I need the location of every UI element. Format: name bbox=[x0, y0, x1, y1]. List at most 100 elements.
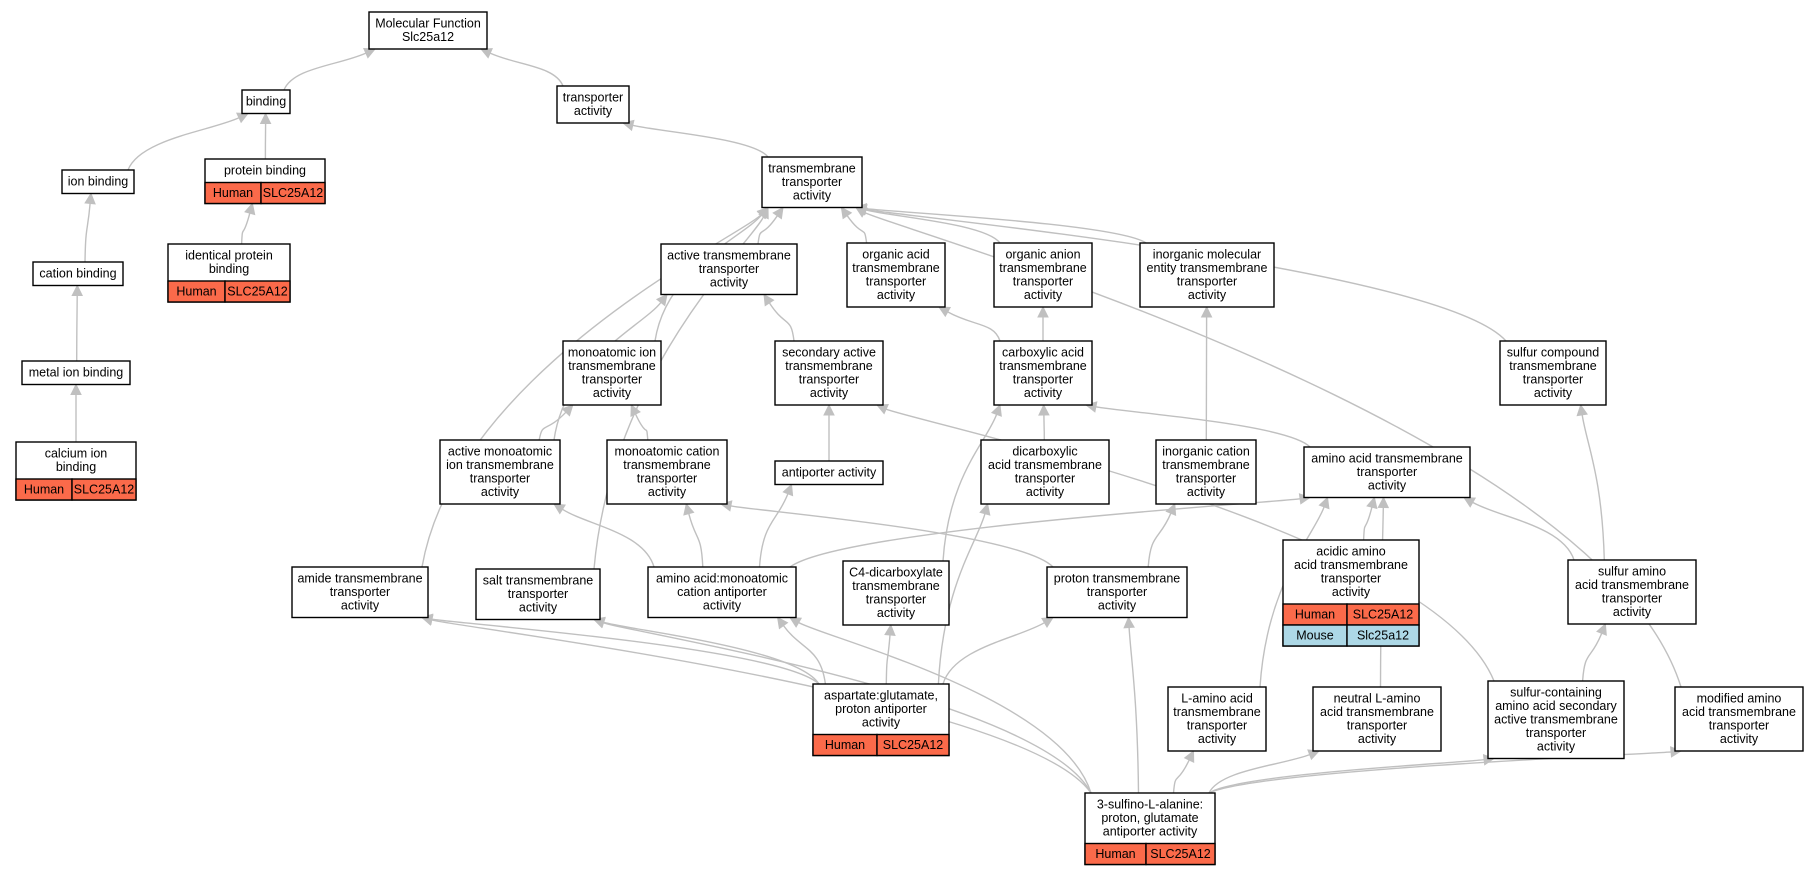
node-label-line: acid transmembrane bbox=[1294, 558, 1408, 572]
node-box bbox=[368, 11, 488, 50]
edge-arrowhead bbox=[236, 112, 250, 124]
gene-cell bbox=[224, 280, 291, 303]
node-label-line: activity bbox=[877, 288, 916, 302]
node-label-line: active transmembrane bbox=[667, 248, 791, 262]
node-label-line: transmembrane bbox=[999, 261, 1087, 275]
node-label-line: activity bbox=[648, 485, 687, 499]
edge-arrowhead bbox=[630, 403, 641, 418]
node-label-line: transporter bbox=[470, 471, 530, 485]
node-label-line: transmembrane bbox=[999, 359, 1087, 373]
gene-cell bbox=[876, 733, 950, 757]
go-term-node-binding[interactable]: binding bbox=[241, 89, 291, 115]
node-label-line: inorganic molecular bbox=[1153, 247, 1261, 261]
edge-arrowhead bbox=[363, 47, 377, 59]
node-label-line: amide transmembrane bbox=[297, 571, 422, 585]
node-box bbox=[1312, 686, 1442, 752]
is-a-edge bbox=[1095, 406, 1311, 448]
node-label-line: transmembrane bbox=[1173, 705, 1261, 719]
gene-cell bbox=[1145, 842, 1216, 866]
is-a-edge bbox=[947, 311, 1001, 342]
node-box bbox=[980, 439, 1110, 505]
node-label-line: acid transmembrane bbox=[988, 458, 1102, 472]
node-label-line: organic acid bbox=[862, 247, 929, 261]
edge-arrowhead bbox=[758, 206, 769, 220]
edge-arrowhead bbox=[70, 383, 82, 395]
go-term-node-inorgcation[interactable]: inorganic cationtransmembranetransporter… bbox=[1155, 439, 1257, 505]
node-label-line: activity bbox=[1198, 732, 1237, 746]
is-a-edge bbox=[634, 413, 649, 441]
go-term-node-secactive[interactable]: secondary activetransmembranetransporter… bbox=[774, 340, 884, 406]
node-label-line: activity bbox=[1534, 386, 1573, 400]
node-label-line: activity bbox=[1720, 732, 1759, 746]
node-label-line: transporter bbox=[782, 175, 842, 189]
edge-arrowhead bbox=[1377, 496, 1390, 509]
edge-arrowhead bbox=[1041, 616, 1054, 628]
node-label-line: transporter bbox=[699, 262, 759, 276]
node-label-line: activity bbox=[481, 485, 520, 499]
node-label-line: cation antiporter bbox=[677, 585, 767, 599]
go-term-node-aspglu[interactable]: aspartate:glutamate,proton antiporteract… bbox=[812, 683, 950, 757]
node-label-line: transporter bbox=[637, 471, 697, 485]
go-term-node-sulfurcompound[interactable]: sulfur compoundtransmembranetransportera… bbox=[1499, 340, 1607, 406]
is-a-edge bbox=[758, 493, 789, 568]
go-term-node-monocation[interactable]: monoatomic cationtransmembranetransporte… bbox=[606, 439, 728, 505]
is-a-edge bbox=[865, 209, 1001, 244]
node-box bbox=[1567, 559, 1697, 625]
go-term-node-monoion[interactable]: monoatomic iontransmembranetransporterac… bbox=[562, 340, 662, 406]
gene-label: SLC25A12 bbox=[227, 285, 288, 299]
node-box bbox=[774, 340, 884, 406]
node-label-line: transporter bbox=[330, 585, 390, 599]
edge-arrowhead bbox=[763, 293, 775, 307]
is-a-edge bbox=[865, 208, 1147, 244]
is-a-edge bbox=[1208, 753, 1310, 794]
node-label-line: carboxylic acid bbox=[1002, 345, 1084, 359]
go-term-node-laminoacid[interactable]: L-amino acidtransmembranetransporteracti… bbox=[1167, 686, 1267, 752]
node-label-line: transporter bbox=[563, 90, 623, 104]
go-term-node-metalion[interactable]: metal ion binding bbox=[21, 360, 131, 386]
node-label-line: transmembrane bbox=[785, 359, 873, 373]
is-a-edge bbox=[1172, 759, 1190, 794]
go-term-node-cationbinding[interactable]: cation binding bbox=[32, 261, 124, 287]
go-term-node-organicanion[interactable]: organic aniontransmembranetransporteract… bbox=[993, 242, 1093, 308]
node-label-line: activity bbox=[1332, 585, 1371, 599]
go-term-node-organicacid[interactable]: organic acidtransmembranetransporteracti… bbox=[846, 242, 946, 308]
edge-arrowhead bbox=[479, 48, 493, 59]
node-label-line: activity bbox=[1024, 288, 1063, 302]
go-term-node-sulfino[interactable]: 3-sulfino-L-alanine:proton, glutamateant… bbox=[1084, 792, 1216, 866]
node-label-line: organic anion bbox=[1005, 247, 1080, 261]
is-a-edge bbox=[757, 215, 778, 245]
edge-arrowhead bbox=[84, 192, 96, 205]
node-label-line: transmembrane bbox=[768, 161, 856, 175]
go-term-node-c4dicarb[interactable]: C4-dicarboxylatetransmembranetransporter… bbox=[842, 560, 950, 626]
is-a-edge bbox=[76, 295, 78, 362]
is-a-edge bbox=[782, 625, 827, 685]
node-label-line: transmembrane bbox=[623, 458, 711, 472]
go-term-node-antiporter[interactable]: antiporter activity bbox=[774, 460, 884, 486]
node-label-line: transmembrane bbox=[852, 261, 940, 275]
go-term-node-carboxylic[interactable]: carboxylic acidtransmembranetransportera… bbox=[993, 340, 1093, 406]
node-label-line: Slc25a12 bbox=[402, 30, 454, 44]
node-box bbox=[606, 439, 728, 505]
gene-cell bbox=[71, 478, 137, 501]
go-term-node-ionbinding[interactable]: ion binding bbox=[61, 169, 135, 195]
go-term-node-aminoacidtm[interactable]: amino acid transmembranetransporteractiv… bbox=[1303, 446, 1471, 499]
